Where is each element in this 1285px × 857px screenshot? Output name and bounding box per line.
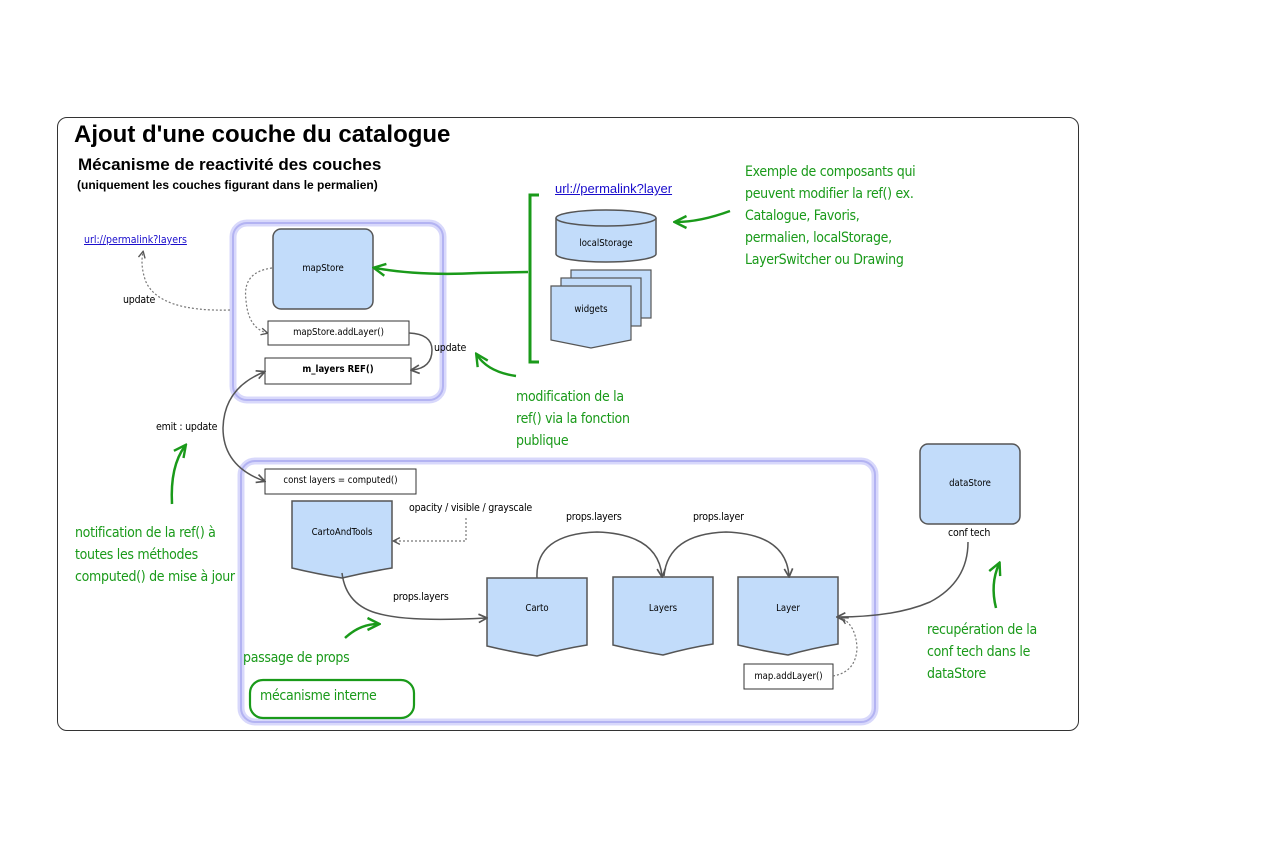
note-notification: notification de la ref() à toutes les mé… xyxy=(75,525,235,585)
carto-node xyxy=(486,577,588,657)
edge-cartoandtools-to-carto xyxy=(341,572,486,619)
datastore-node xyxy=(919,443,1021,525)
props-layers-label-1: props.layers xyxy=(393,591,449,603)
subtitle-note: (uniquement les couches figurant dans le… xyxy=(77,178,378,192)
page-title: Ajout d'une couche du catalogue xyxy=(74,121,451,148)
update-left-label: update xyxy=(123,294,156,306)
map-addlayer-node xyxy=(743,663,834,690)
emit-update-label: emit : update xyxy=(156,421,218,433)
m-layers-label: m_layers REF() xyxy=(302,364,374,375)
store-group-outline xyxy=(229,219,447,404)
note-recuperation: recupération de la conf tech dans le dat… xyxy=(927,622,1037,682)
mecanisme-interne-box xyxy=(248,678,416,720)
edge-datastore-to-layer xyxy=(838,541,969,617)
widgets-node xyxy=(550,269,652,349)
map-addlayer-label: map.addLayer() xyxy=(754,671,823,682)
permalink-layer-link[interactable]: url://permalink?layer xyxy=(555,181,673,196)
conf-tech-label: conf tech xyxy=(948,527,991,539)
edge-mapstore-to-permalink xyxy=(142,252,231,311)
layers-node xyxy=(612,576,714,656)
edge-layers-to-layer xyxy=(663,531,789,576)
widgets-label: widgets xyxy=(574,304,608,315)
edge-addlayer-to-layer xyxy=(832,618,858,677)
localstorage-node xyxy=(555,209,657,263)
cartoandtools-label: CartoAndTools xyxy=(311,527,373,538)
note-modification: modification de la ref() via la fonction… xyxy=(516,389,630,449)
edge-opacity-to-cartoandtools xyxy=(394,518,467,541)
sources-bracket xyxy=(528,193,539,364)
props-layers-label-2: props.layers xyxy=(566,511,622,523)
edge-mlayers-to-computed xyxy=(222,372,264,481)
note-mecanisme: mécanisme interne xyxy=(260,688,377,704)
cartoandtools-node xyxy=(291,500,393,579)
carto-label: Carto xyxy=(525,603,549,614)
layer-label: Layer xyxy=(776,603,800,614)
datastore-label: dataStore xyxy=(949,478,991,489)
note-exemple: Exemple de composants qui peuvent modifi… xyxy=(745,164,916,268)
permalink-layers-link[interactable]: url://permalink?layers xyxy=(84,234,187,246)
layers-label: Layers xyxy=(648,603,678,614)
m-layers-node xyxy=(264,357,412,385)
arrow-notification xyxy=(170,446,185,505)
layer-node xyxy=(737,576,839,656)
edge-addlayer-to-mlayers xyxy=(408,332,433,370)
addlayer-label: mapStore.addLayer() xyxy=(293,327,384,338)
computed-label: const layers = computed() xyxy=(283,475,398,486)
component-group-outline xyxy=(237,457,879,726)
page-subtitle: Mécanisme de reactivité des couches xyxy=(78,155,382,174)
opacity-label: opacity / visible / grayscale xyxy=(409,502,533,514)
arrow-exemple xyxy=(676,209,731,222)
update-right-label: update xyxy=(434,342,467,354)
computed-node xyxy=(264,468,417,495)
arrow-recuperation xyxy=(994,564,999,609)
localstorage-label: localStorage xyxy=(579,238,633,249)
note-passage: passage de props xyxy=(243,650,350,666)
mapstore-label: mapStore xyxy=(302,263,344,274)
addlayer-node xyxy=(267,320,410,346)
arrow-modification xyxy=(477,355,517,378)
arrow-passage xyxy=(344,624,378,639)
edge-sources-to-mapstore xyxy=(375,268,529,274)
props-layer-label: props.layer xyxy=(693,511,744,523)
edge-carto-to-layers xyxy=(536,531,662,578)
